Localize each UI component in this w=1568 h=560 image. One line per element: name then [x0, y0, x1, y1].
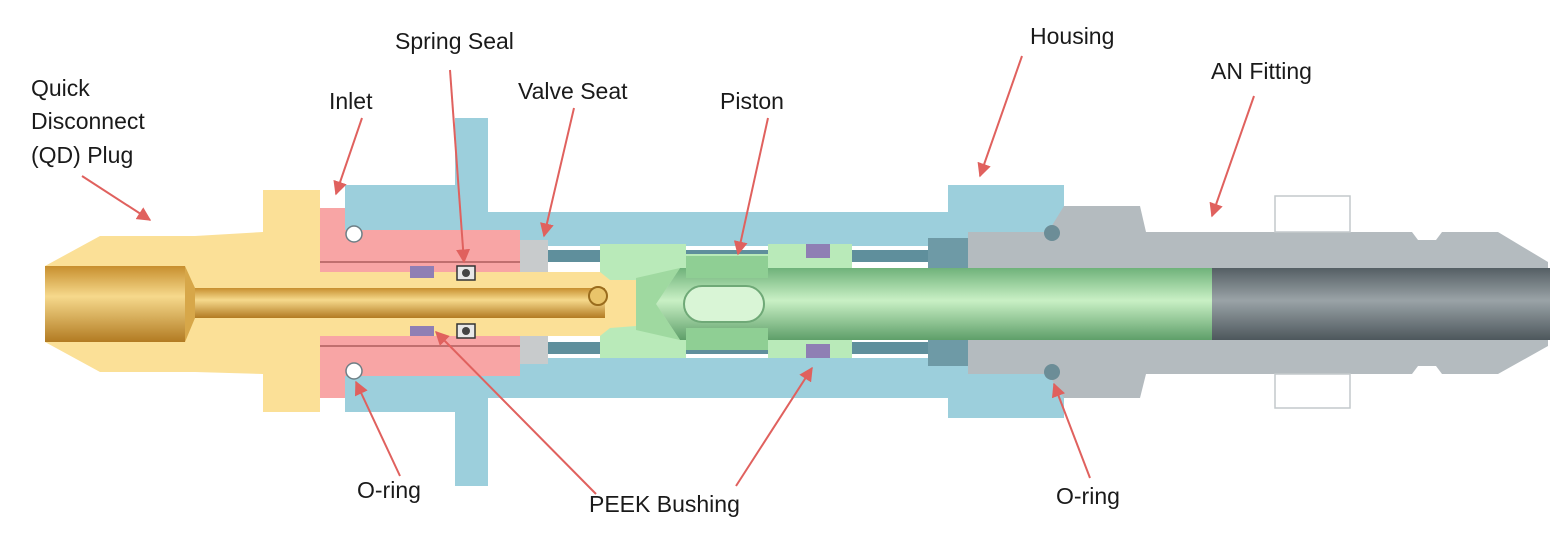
- label-piston: Piston: [720, 88, 784, 114]
- label-inlet: Inlet: [329, 88, 373, 114]
- arrow-inlet: [333, 117, 363, 196]
- piston-body: [600, 244, 1212, 358]
- label-qd-plug-line1: Quick: [31, 75, 90, 101]
- piston-seal-upper: [806, 244, 830, 258]
- label-peek-bushing: PEEK Bushing: [589, 491, 740, 517]
- label-an-fitting: AN Fitting: [1211, 58, 1312, 84]
- label-qd-plug-line3: (QD) Plug: [31, 142, 134, 168]
- label-oring-right: O-ring: [1056, 483, 1120, 509]
- label-valve-seat: Valve Seat: [518, 78, 628, 104]
- bushing-seal-upper: [410, 266, 434, 278]
- arrow-peek-bushing-1: [435, 331, 597, 495]
- arrow-spring-seal: [449, 69, 471, 264]
- arrow-qd-plug: [81, 175, 152, 221]
- bushing-seal-lower: [410, 326, 434, 336]
- piston-slot: [683, 285, 765, 323]
- label-qd-plug-line2: Disconnect: [31, 108, 145, 134]
- label-housing: Housing: [1030, 23, 1115, 49]
- an-fitting-body: [968, 195, 1550, 409]
- oring-lower-right: [1044, 364, 1060, 380]
- qd-plug-body: [45, 190, 636, 412]
- arrow-peek-bushing-2: [735, 366, 813, 487]
- arrow-oring-right: [1051, 382, 1091, 479]
- label-oring-left: O-ring: [357, 477, 421, 503]
- arrow-valve-seat: [540, 107, 575, 238]
- oring-lower-left: [345, 362, 363, 380]
- callout-arrows: [81, 55, 1255, 495]
- arrow-housing: [977, 55, 1023, 178]
- piston-seal-lower: [806, 344, 830, 358]
- arrow-piston: [733, 117, 769, 256]
- arrow-an-fitting: [1209, 95, 1255, 218]
- arrow-oring-left: [355, 380, 401, 477]
- oring-upper-right: [1044, 225, 1060, 241]
- label-spring-seal: Spring Seal: [395, 28, 514, 54]
- oring-upper-left: [345, 225, 363, 243]
